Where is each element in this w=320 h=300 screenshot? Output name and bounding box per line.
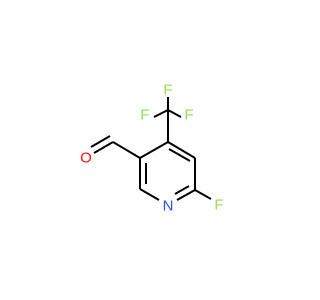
bond-c4-c5-inner bbox=[168, 148, 191, 162]
bond-c6-n bbox=[176, 189, 196, 201]
bond-cho-o-double bbox=[90, 135, 111, 148]
atom-fluorine-top-right: F bbox=[184, 107, 193, 124]
atom-fluorine-middle: F bbox=[163, 82, 172, 99]
bond-cho-o bbox=[93, 141, 114, 154]
bond-c6-n-inner bbox=[174, 185, 190, 195]
bond-c3-cho bbox=[112, 141, 141, 159]
atom-fluorine-ring: F bbox=[214, 197, 223, 214]
bond-c3-c4 bbox=[139, 141, 169, 159]
bond-c6-f bbox=[194, 189, 212, 200]
molecule-structure: F F F O N F bbox=[80, 82, 223, 215]
bond-cf3-f-left bbox=[153, 109, 169, 118]
molecule-canvas: F F F O N F bbox=[80, 82, 223, 215]
bond-cf3-f-right bbox=[167, 109, 182, 118]
atom-oxygen: O bbox=[80, 150, 92, 167]
atom-fluorine-top-left: F bbox=[140, 107, 149, 124]
bond-n-c2 bbox=[139, 188, 160, 201]
atom-nitrogen: N bbox=[163, 198, 174, 215]
bond-c4-c5 bbox=[167, 141, 196, 159]
